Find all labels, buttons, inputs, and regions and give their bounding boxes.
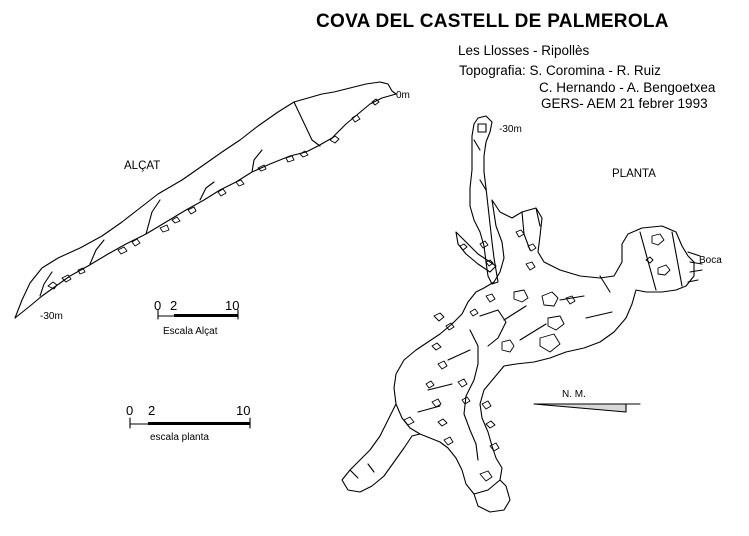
map-title: COVA DEL CASTELL DE PALMEROLA — [316, 11, 669, 32]
topography-credits-1: Topografia: S. Coromina - R. Ruiz — [459, 63, 661, 78]
elevation-scale-tick-10: 10 — [225, 298, 240, 313]
plan-scale-bar — [129, 417, 251, 429]
topography-credits-2: C. Hernando - A. Bengoetxea — [539, 80, 716, 95]
north-label: N. M. — [562, 389, 586, 400]
plan-scale-label: escala planta — [150, 432, 209, 443]
elevation-bottom-marker: -30m — [40, 311, 63, 322]
elevation-scale-label: Escala Alçat — [163, 326, 218, 337]
entrance-label: Boca — [699, 255, 722, 266]
plan-depth-marker: -30m — [499, 124, 522, 135]
elevation-top-marker: 0m — [396, 90, 410, 101]
plan-scale-tick-2: 2 — [148, 403, 156, 418]
elevation-view-label: ALÇAT — [124, 160, 161, 172]
north-arrow — [533, 403, 641, 413]
entrance-marker — [687, 251, 703, 283]
plan-view-outline — [341, 115, 695, 513]
plan-scale-tick-0: 0 — [126, 403, 134, 418]
group-date-text: GERS- AEM 21 febrer 1993 — [541, 96, 708, 111]
elevation-scale-tick-2: 2 — [170, 298, 178, 313]
elevation-scale-bar — [157, 309, 239, 320]
elevation-scale-tick-0: 0 — [154, 298, 162, 313]
elevation-profile — [14, 81, 397, 319]
plan-scale-tick-10: 10 — [236, 403, 251, 418]
location-text: Les Llosses - Ripollès — [458, 43, 590, 58]
plan-blocks — [403, 229, 671, 482]
plan-view-label: PLANTA — [612, 168, 656, 180]
